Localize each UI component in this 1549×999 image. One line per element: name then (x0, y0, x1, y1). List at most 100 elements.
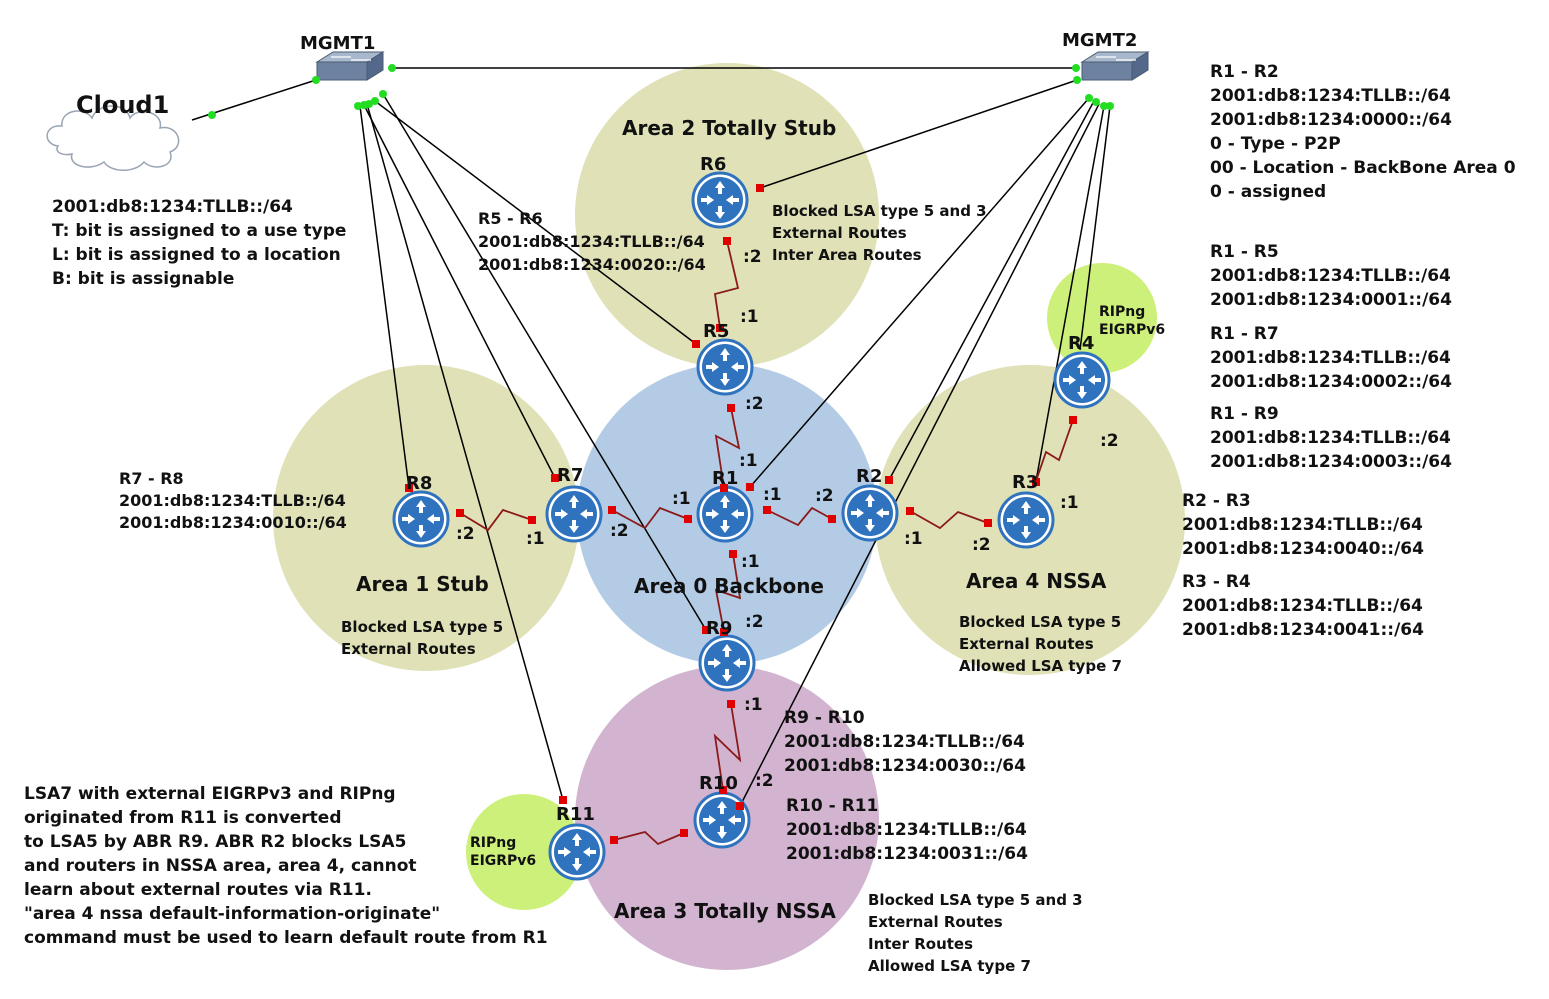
device-labels: Cloud1 MGMT1 MGMT2 R1 R2 R3 R4 R5 R6 R7 … (76, 30, 1137, 825)
area2-label: Area 2 Totally Stub (622, 116, 836, 140)
serial-r2-r3[interactable] (909, 510, 989, 530)
note-line: Blocked LSA type 5 and 3 (772, 202, 987, 220)
note-line: learn about external routes via R11. (24, 880, 372, 900)
area-labels: Area 2 Totally Stub Area 1 Stub Area 0 B… (356, 116, 1107, 923)
link-mgmt2-r6[interactable] (759, 79, 1078, 189)
rip-cloud-r4 (1047, 263, 1157, 373)
port (608, 506, 616, 514)
router-r11-icon[interactable] (548, 823, 606, 881)
port (716, 324, 724, 332)
router-r7-label: R7 (557, 465, 583, 486)
info-line: 2001:db8:1234:0002::/64 (1210, 372, 1452, 392)
note-line: Allowed LSA type 7 (868, 957, 1031, 975)
info-line: 2001:db8:1234:TLLB::/64 (1182, 515, 1423, 535)
info-line: 2001:db8:1234:TLLB::/64 (1210, 86, 1451, 106)
iface-label: :1 (763, 485, 782, 505)
note-line: External Routes (341, 640, 476, 658)
interface-labels: :2 :1 :2 :1 :1 :1 :2 :2 :1 :2 :1 :1 :2 :… (456, 247, 1119, 791)
note-line: Allowed LSA type 7 (959, 657, 1122, 675)
port (1073, 76, 1081, 84)
link-mgmt2-r1[interactable] (749, 97, 1090, 488)
port (984, 519, 992, 527)
ports-red (405, 184, 1077, 844)
router-r6-icon[interactable] (691, 171, 749, 229)
router-r5-icon[interactable] (696, 338, 754, 396)
serial-links (459, 240, 1074, 846)
serial-r9-r10[interactable] (713, 703, 742, 791)
link-r2-r3-info: R2 - R3 2001:db8:1234:TLLB::/64 2001:db8… (1182, 491, 1424, 559)
link-r10-r11-info: R10 - R11 2001:db8:1234:TLLB::/64 2001:d… (786, 796, 1028, 864)
serial-r3-r4[interactable] (1034, 419, 1074, 485)
addressing-legend: 2001:db8:1234:TLLB::/64 T: bit is assign… (52, 197, 346, 289)
router-r9-icon[interactable] (698, 634, 756, 692)
link-mgmt2-r4[interactable] (1079, 105, 1111, 351)
port (702, 626, 710, 634)
iface-label: :1 (740, 307, 759, 327)
info-line: R3 - R4 (1182, 572, 1251, 592)
info-line: 0 - Type - P2P (1210, 134, 1341, 154)
port (354, 102, 362, 110)
link-mgmt2-r10[interactable] (739, 103, 1100, 807)
port (1069, 416, 1077, 424)
iface-label: :2 (815, 486, 834, 506)
port (885, 476, 893, 484)
note-line: LSA7 with external EIGRPv3 and RIPng (24, 784, 396, 804)
info-line: 2001:db8:1234:0020::/64 (478, 255, 706, 274)
router-r3-icon[interactable] (997, 491, 1055, 549)
port (1092, 98, 1100, 106)
info-line: 2001:db8:1234:0003::/64 (1210, 452, 1452, 472)
link-r1-r5-info: R1 - R5 2001:db8:1234:TLLB::/64 2001:db8… (1210, 242, 1452, 310)
port (208, 111, 216, 119)
router-r1-icon[interactable] (696, 485, 754, 543)
info-line: 2001:db8:1234:0001::/64 (1210, 290, 1452, 310)
link-mgmt1-r9[interactable] (382, 93, 707, 631)
router-r9-label: R9 (706, 618, 732, 639)
router-r10-label: R10 (699, 773, 738, 794)
port (610, 836, 618, 844)
mgmt1-label: MGMT1 (300, 33, 375, 54)
serial-r7-r8[interactable] (459, 508, 533, 532)
cloud1-icon[interactable] (46, 105, 180, 171)
link-r1-r2-info: R1 - R2 2001:db8:1234:TLLB::/64 2001:db8… (1210, 62, 1516, 202)
router-r2-icon[interactable] (841, 484, 899, 542)
switch-mgmt2[interactable] (1080, 51, 1150, 81)
iface-label: :1 (739, 451, 758, 471)
info-line: 2001:db8:1234:TLLB::/64 (119, 491, 346, 510)
port (720, 628, 728, 636)
info-line: 2001:db8:1234:TLLB::/64 (1182, 596, 1423, 616)
router-r10-icon[interactable] (693, 791, 751, 849)
serial-r5-r6[interactable] (713, 240, 740, 329)
serial-r1-r5[interactable] (714, 407, 741, 489)
router-r4-icon[interactable] (1053, 351, 1111, 409)
link-mgmt1-r7[interactable] (363, 104, 556, 479)
router-r8-icon[interactable] (392, 490, 450, 548)
note-line: and routers in NSSA area, area 4, cannot (24, 856, 417, 876)
router-r4-label: R4 (1068, 333, 1094, 354)
serial-r1-r9[interactable] (714, 553, 742, 633)
serial-r10-r11[interactable] (613, 831, 685, 846)
rip-label: EIGRPv6 (470, 853, 536, 869)
rip-cloud-r11 (466, 794, 582, 910)
note-line: External Routes (959, 635, 1094, 653)
ports-green (208, 64, 1114, 119)
port (312, 76, 320, 84)
port (1032, 478, 1040, 486)
iface-label: :1 (741, 552, 760, 572)
serial-r1-r7[interactable] (611, 506, 689, 530)
link-mgmt1-r8[interactable] (359, 105, 410, 489)
iface-label: :2 (610, 521, 629, 541)
serial-r1-r2[interactable] (766, 506, 833, 527)
info-line: R1 - R5 (1210, 242, 1279, 262)
port (746, 483, 754, 491)
port (736, 802, 744, 810)
legend-line: T: bit is assigned to a use type (52, 221, 346, 241)
link-mgmt1-r5[interactable] (374, 100, 697, 345)
switch-mgmt1[interactable] (315, 51, 385, 81)
link-mgmt1-r11[interactable] (366, 103, 564, 801)
router-r1-label: R1 (712, 468, 738, 489)
link-mgmt2-r3[interactable] (1035, 105, 1105, 482)
router-r7-icon[interactable] (545, 485, 603, 543)
port (1085, 94, 1093, 102)
note-line: to LSA5 by ABR R9. ABR R2 blocks LSA5 (24, 832, 406, 852)
link-mgmt2-r2[interactable] (888, 100, 1095, 481)
